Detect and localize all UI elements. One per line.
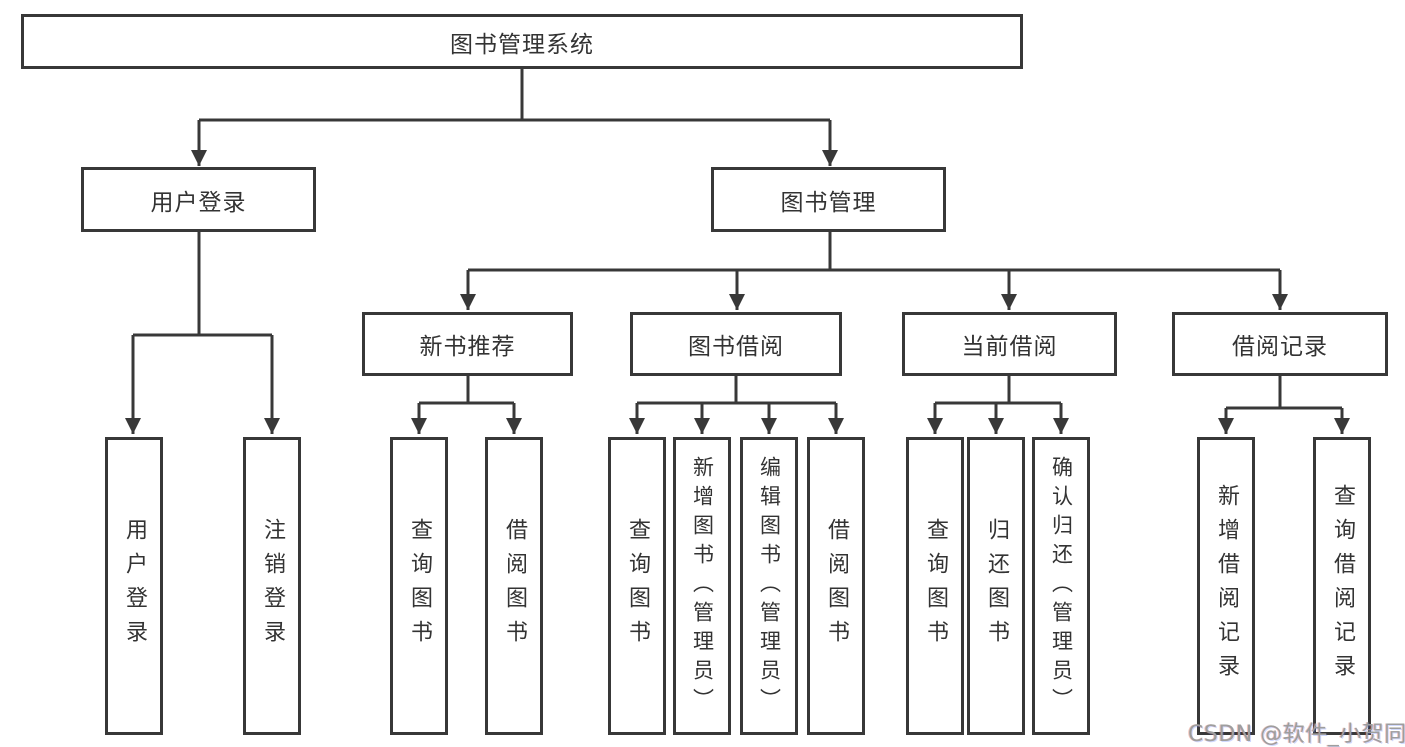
- leaf-borrow-books-1: 借阅图书: [485, 437, 543, 735]
- node-label: 新增借阅记录: [1214, 484, 1239, 688]
- node-new-book-recommend: 新书推荐: [362, 312, 573, 376]
- node-label: 归还图书: [984, 518, 1009, 654]
- leaf-query-borrow-record: 查询借阅记录: [1313, 437, 1371, 735]
- leaf-borrow-books-2: 借阅图书: [807, 437, 865, 735]
- leaf-add-book-admin: 新增图书（管理员）: [673, 437, 731, 735]
- node-label: 查询借阅记录: [1330, 484, 1355, 688]
- node-label: 注销登录: [260, 518, 285, 654]
- node-label: 新书推荐: [419, 334, 516, 360]
- leaf-user-login: 用户登录: [105, 437, 163, 735]
- node-label: 新增图书（管理员）: [690, 455, 715, 717]
- node-label: 编辑图书（管理员）: [757, 455, 782, 717]
- node-current-borrow: 当前借阅: [902, 312, 1117, 376]
- leaf-query-books-2: 查询图书: [608, 437, 666, 735]
- leaf-query-books-3: 查询图书: [906, 437, 964, 735]
- csdn-watermark: CSDN @软件_小贺同学: [1188, 722, 1405, 747]
- node-label: 借阅记录: [1232, 334, 1328, 360]
- leaf-query-books-1: 查询图书: [390, 437, 448, 735]
- node-label: 用户登录: [150, 189, 247, 216]
- node-book-borrow: 图书借阅: [630, 312, 842, 376]
- node-label: 当前借阅: [961, 334, 1058, 360]
- node-label: 查询图书: [923, 518, 948, 654]
- node-label: 用户登录: [122, 518, 147, 654]
- node-label: 图书管理: [780, 189, 877, 216]
- node-label: 确认归还（管理员）: [1049, 455, 1074, 717]
- node-label: 图书管理系统: [450, 31, 594, 58]
- leaf-edit-book-admin: 编辑图书（管理员）: [740, 437, 798, 735]
- leaf-add-borrow-record: 新增借阅记录: [1197, 437, 1255, 735]
- node-label: 查询图书: [407, 518, 432, 654]
- node-label: 借阅图书: [502, 518, 527, 654]
- leaf-logout-login: 注销登录: [243, 437, 301, 735]
- node-borrow-records: 借阅记录: [1172, 312, 1388, 376]
- node-label: 借阅图书: [824, 518, 849, 654]
- leaf-confirm-return-admin: 确认归还（管理员）: [1032, 437, 1090, 735]
- leaf-return-books: 归还图书: [967, 437, 1025, 735]
- node-root-library-management-system: 图书管理系统: [21, 14, 1023, 69]
- node-user-login: 用户登录: [81, 167, 316, 232]
- node-label: 图书借阅: [688, 334, 784, 360]
- node-book-management: 图书管理: [711, 167, 946, 232]
- node-label: 查询图书: [625, 518, 650, 654]
